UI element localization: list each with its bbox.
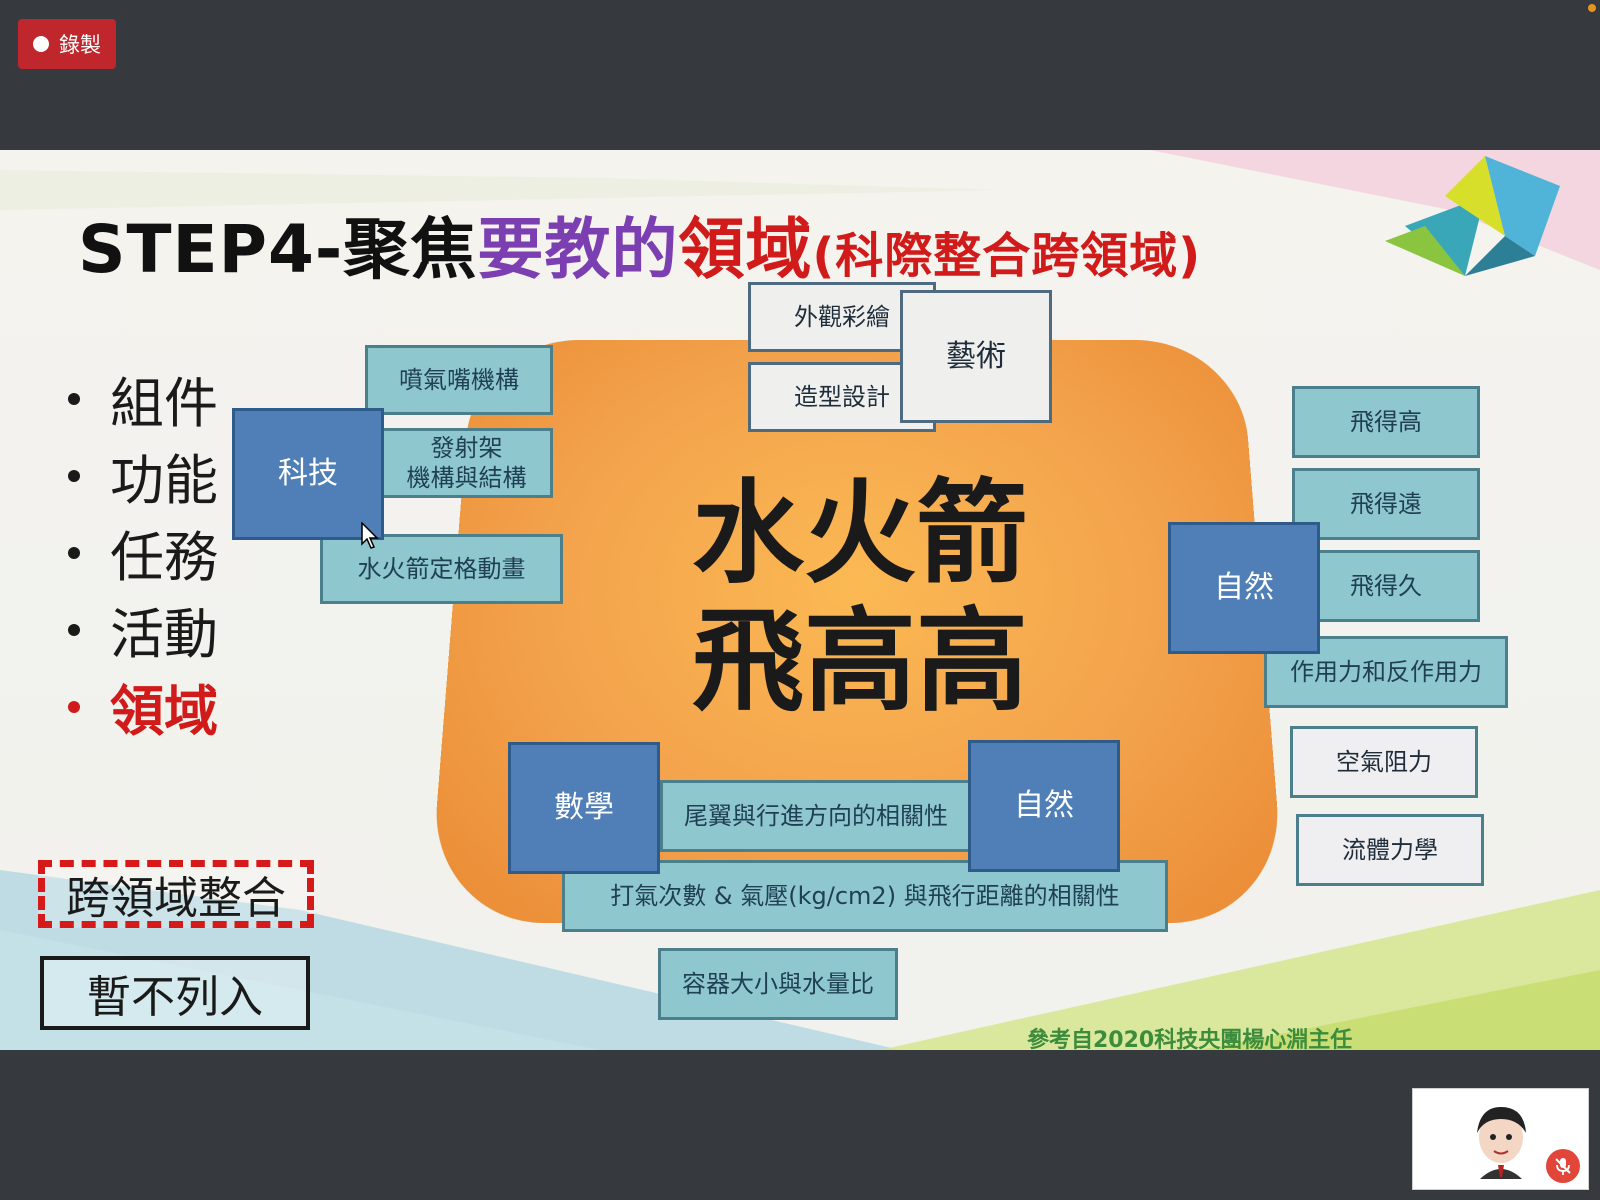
fly-far-box: 飛得遠 — [1292, 468, 1480, 540]
microphone-muted-icon[interactable] — [1546, 1149, 1580, 1183]
fluid-mechanics-box: 流體力學 — [1296, 814, 1484, 886]
tail-direction-box: 尾翼與行進方向的相關性 — [660, 780, 972, 852]
list-item: 任務 — [62, 514, 218, 591]
self-view-video-tile[interactable] — [1412, 1088, 1589, 1190]
avatar — [1477, 1107, 1526, 1179]
container-ratio-box: 容器大小與水量比 — [658, 948, 898, 1020]
math-box: 數學 — [508, 742, 660, 874]
center-title: 水火箭 飛高高 — [692, 469, 1028, 727]
list-item-active: 領域 — [62, 668, 218, 745]
mouse-cursor-icon — [361, 522, 379, 549]
launcher-box: 發射架機構與結構 — [380, 428, 553, 498]
fly-high-box: 飛得高 — [1292, 386, 1480, 458]
air-resistance-box: 空氣阻力 — [1290, 726, 1478, 798]
exclude-label-box: 暫不列入 — [40, 956, 310, 1030]
record-button[interactable]: 錄製 — [18, 19, 116, 69]
logo-icon — [1385, 156, 1560, 276]
nature-bottom-box: 自然 — [968, 740, 1120, 872]
slide-title: STEP4-聚焦要教的領域(科際整合跨領域) — [78, 211, 1202, 288]
nozzle-box: 噴氣嘴機構 — [365, 345, 553, 415]
fly-long-box: 飛得久 — [1292, 550, 1480, 622]
nature-right-box: 自然 — [1168, 522, 1320, 654]
tech-box: 科技 — [232, 408, 384, 540]
list-item: 組件 — [62, 360, 218, 437]
list-item: 功能 — [62, 437, 218, 514]
animation-box: 水火箭定格動畫 — [320, 534, 563, 604]
status-indicator-icon — [1588, 4, 1596, 12]
art-box: 藝術 — [900, 290, 1052, 423]
record-label: 錄製 — [59, 33, 101, 57]
reference-text: 參考自2020科技央團楊心淵主任 — [1027, 1028, 1353, 1050]
record-dot-icon — [33, 36, 49, 52]
integrate-label-box: 跨領域整合 — [38, 860, 314, 928]
pump-pressure-box: 打氣次數 & 氣壓(kg/cm2) 與飛行距離的相關性 — [562, 860, 1168, 932]
list-item: 活動 — [62, 591, 218, 668]
bullet-list: 組件 功能 任務 活動 領域 — [62, 360, 218, 745]
shared-slide: STEP4-聚焦要教的領域(科際整合跨領域) 組件 功能 任務 活動 領域 水火… — [0, 150, 1600, 1050]
